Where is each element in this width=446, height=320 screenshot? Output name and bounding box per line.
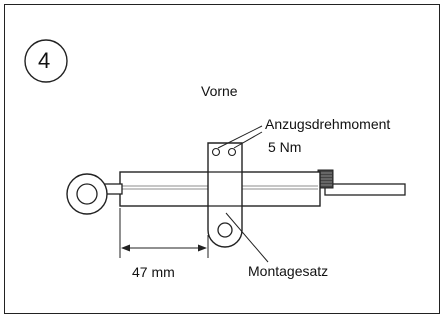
label-torque-title: Anzugsdrehmoment — [265, 116, 391, 132]
step-number-circle — [24, 39, 68, 83]
step-number: 4 — [38, 48, 51, 73]
dimension-arrow-left — [121, 244, 130, 252]
clamp-mount-hole — [217, 222, 233, 238]
piston-rod — [324, 183, 406, 196]
label-distance: 47 mm — [132, 264, 175, 280]
torque-leader-2 — [233, 131, 263, 149]
eye-mount-hole — [76, 183, 98, 205]
label-front: Vorne — [201, 83, 238, 99]
knob-knurling — [319, 172, 332, 186]
clamp-screw-right — [227, 147, 237, 157]
clamp-screw-left — [211, 147, 221, 157]
label-torque-value: 5 Nm — [268, 139, 302, 155]
mounting-kit-leader — [225, 212, 269, 263]
label-mounting-kit: Montagesatz — [248, 263, 329, 279]
dimension-arrow-right — [198, 244, 207, 252]
torque-leader-1 — [217, 125, 263, 149]
